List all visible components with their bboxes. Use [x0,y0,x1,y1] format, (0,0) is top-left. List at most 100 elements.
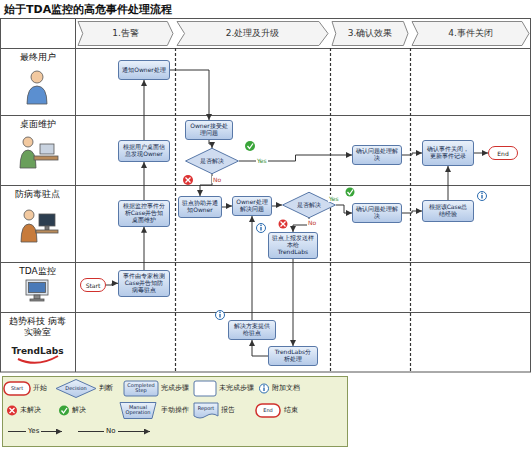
phase-header: 2.处理及升级 [177,21,328,46]
phase-divider [176,48,411,372]
legend-sample-text: Report [194,406,218,412]
node-text: 确认问题处理解决 [356,148,398,162]
flow-connector [209,140,212,148]
legend-text: 报告 [221,406,235,415]
lab-logo: TrendLabs [7,346,69,357]
legend-sample-text: Decision [56,386,96,392]
flow-connector [448,166,449,200]
legend-text: 开始 [33,384,47,393]
edge-label: No [307,219,317,226]
status-icons [183,141,487,320]
legend-text: Yes [26,427,41,436]
node-text: 通知Owner处理 [122,67,166,74]
flow-connector [144,227,145,270]
node-text: 3.确认效果 [348,27,393,40]
node-text: 根据监控事件分析Case并告知桌面维护 [122,203,166,224]
lane-name: TDA监控 [7,266,69,277]
legend-text: 判断 [99,384,113,393]
process-box: 根据用户桌面信息发现Owner [118,140,170,162]
flow-connector [402,153,422,155]
decision-diamond: 是否解决 [185,148,239,174]
process-box: 确认事件关闭，更新事件记录 [422,140,474,166]
node-text: 事件由专家检测Case并告知防病毒驻点 [122,273,166,294]
legend-sample-text: Manual Operation [120,405,156,417]
node-text: 根据用户桌面信息发现Owner [122,144,166,158]
node-text: 驻点上报发送样本给TrendLabs [272,235,314,256]
node-text: 1.告警 [112,27,139,40]
lane-header: 防病毒驻点 [0,185,75,262]
process-box: 通知Owner处理 [118,60,170,80]
node-text: 驻点协助并通知Owner [182,200,218,214]
node-text: 解决方案提供给驻点 [232,323,272,337]
flow-connector [272,205,282,206]
flow-connector [222,206,232,207]
node-text: 确认问题处理解决 [356,206,398,220]
flow-connector [200,174,212,196]
process-box: 确认问题处理解决 [352,203,402,223]
legend-text: 完成步骤 [161,384,189,393]
process-box: 驻点上报发送样本给TrendLabs [268,232,318,259]
legend-text: No [104,427,118,436]
node-text: 确认事件关闭，更新事件记录 [426,146,470,160]
node-text: End [497,150,508,157]
process-box: 根据监控事件分析Case并告知桌面维护 [118,200,170,227]
node-text: 2.处理及升级 [226,27,280,40]
terminal-pill: Start [80,278,106,292]
lane-header: TDA监控 [0,262,75,312]
swimlane: 最终用户通知Owner处理 [0,48,531,115]
lane-name: 桌面维护 [7,119,69,130]
process-box: 确认问题处理解决 [352,145,402,165]
node-text: 4.事件关闭 [448,27,493,40]
process-box: Owner处理解决问题 [232,196,272,216]
lane-header: 最终用户 [0,48,75,115]
edge-label: Yes [256,157,268,164]
flow-connector [293,259,294,346]
node-text: Start [86,282,101,289]
flow-connector [252,340,268,356]
legend-text: 结束 [284,406,298,415]
lane-header: 桌面维护 [0,115,75,185]
phase-header: 3.确认效果 [332,21,408,46]
flow-connector [336,205,352,213]
legend-text: 未完成步骤 [219,384,254,393]
node-text: 是否解决 [297,202,321,209]
flow-connector [144,80,145,140]
legend-panel [3,377,348,447]
legend-sample-text: Completed Step [124,383,158,395]
lane-name: 趋势科技 病毒实验室 [7,316,69,338]
swimlane: 趋势科技 病毒实验室 TrendLabs 解决方案提供给驻点TrendLabs分析处… [0,312,531,372]
phase-header: 1.告警 [78,21,173,46]
process-box: 事件由专家检测Case并告知防病毒驻点 [118,270,170,297]
legend-sample-text: End [256,408,280,414]
flow-connector [402,211,422,213]
legend-sample-text: Start [4,386,30,392]
legend-text: 附加文档 [272,384,300,393]
swimlane: TDA监控 Start 事件由专家检测Case并告知防病毒驻点 [0,262,531,312]
legend-text: 解决 [72,406,86,415]
flow-connector [474,153,488,154]
legend-text: 手动操作 [161,406,189,415]
flow-connector [144,162,145,200]
edge-label: No [212,176,222,183]
node-text: Owner接受处理问题 [189,123,229,137]
diagram-title: 始于TDA监控的高危事件处理流程 [4,2,172,17]
lane-header: 趋势科技 病毒实验室 TrendLabs [0,312,75,372]
edge-label: Yes [328,195,340,202]
node-text: 是否解决 [200,158,224,165]
node-text: Owner处理解决问题 [236,199,268,213]
swimlane-grid [0,18,531,372]
phase-header: 4.事件关闭 [412,21,529,46]
process-box: 解决方案提供给驻点 [228,320,276,340]
node-text: TrendLabs分析处理 [272,349,314,363]
flow-connector [106,283,118,285]
swimlane: 防病毒驻点 根据监控事件分析Case并告知桌面维护 驻点协助并通知Owner Owne… [0,185,531,262]
process-box: Owner接受处理问题 [185,120,233,140]
legend-text: 未解决 [20,406,41,415]
swimlane: 桌面维护根据用户桌面信息发现Owner Owner接受处理问题是否解决 确认问题处理… [0,115,531,185]
process-box: 根据该Case总结经验 [422,200,474,222]
lane-name: 最终用户 [7,52,69,63]
flow-connector [170,70,209,120]
node-text: 根据该Case总结经验 [426,204,470,218]
